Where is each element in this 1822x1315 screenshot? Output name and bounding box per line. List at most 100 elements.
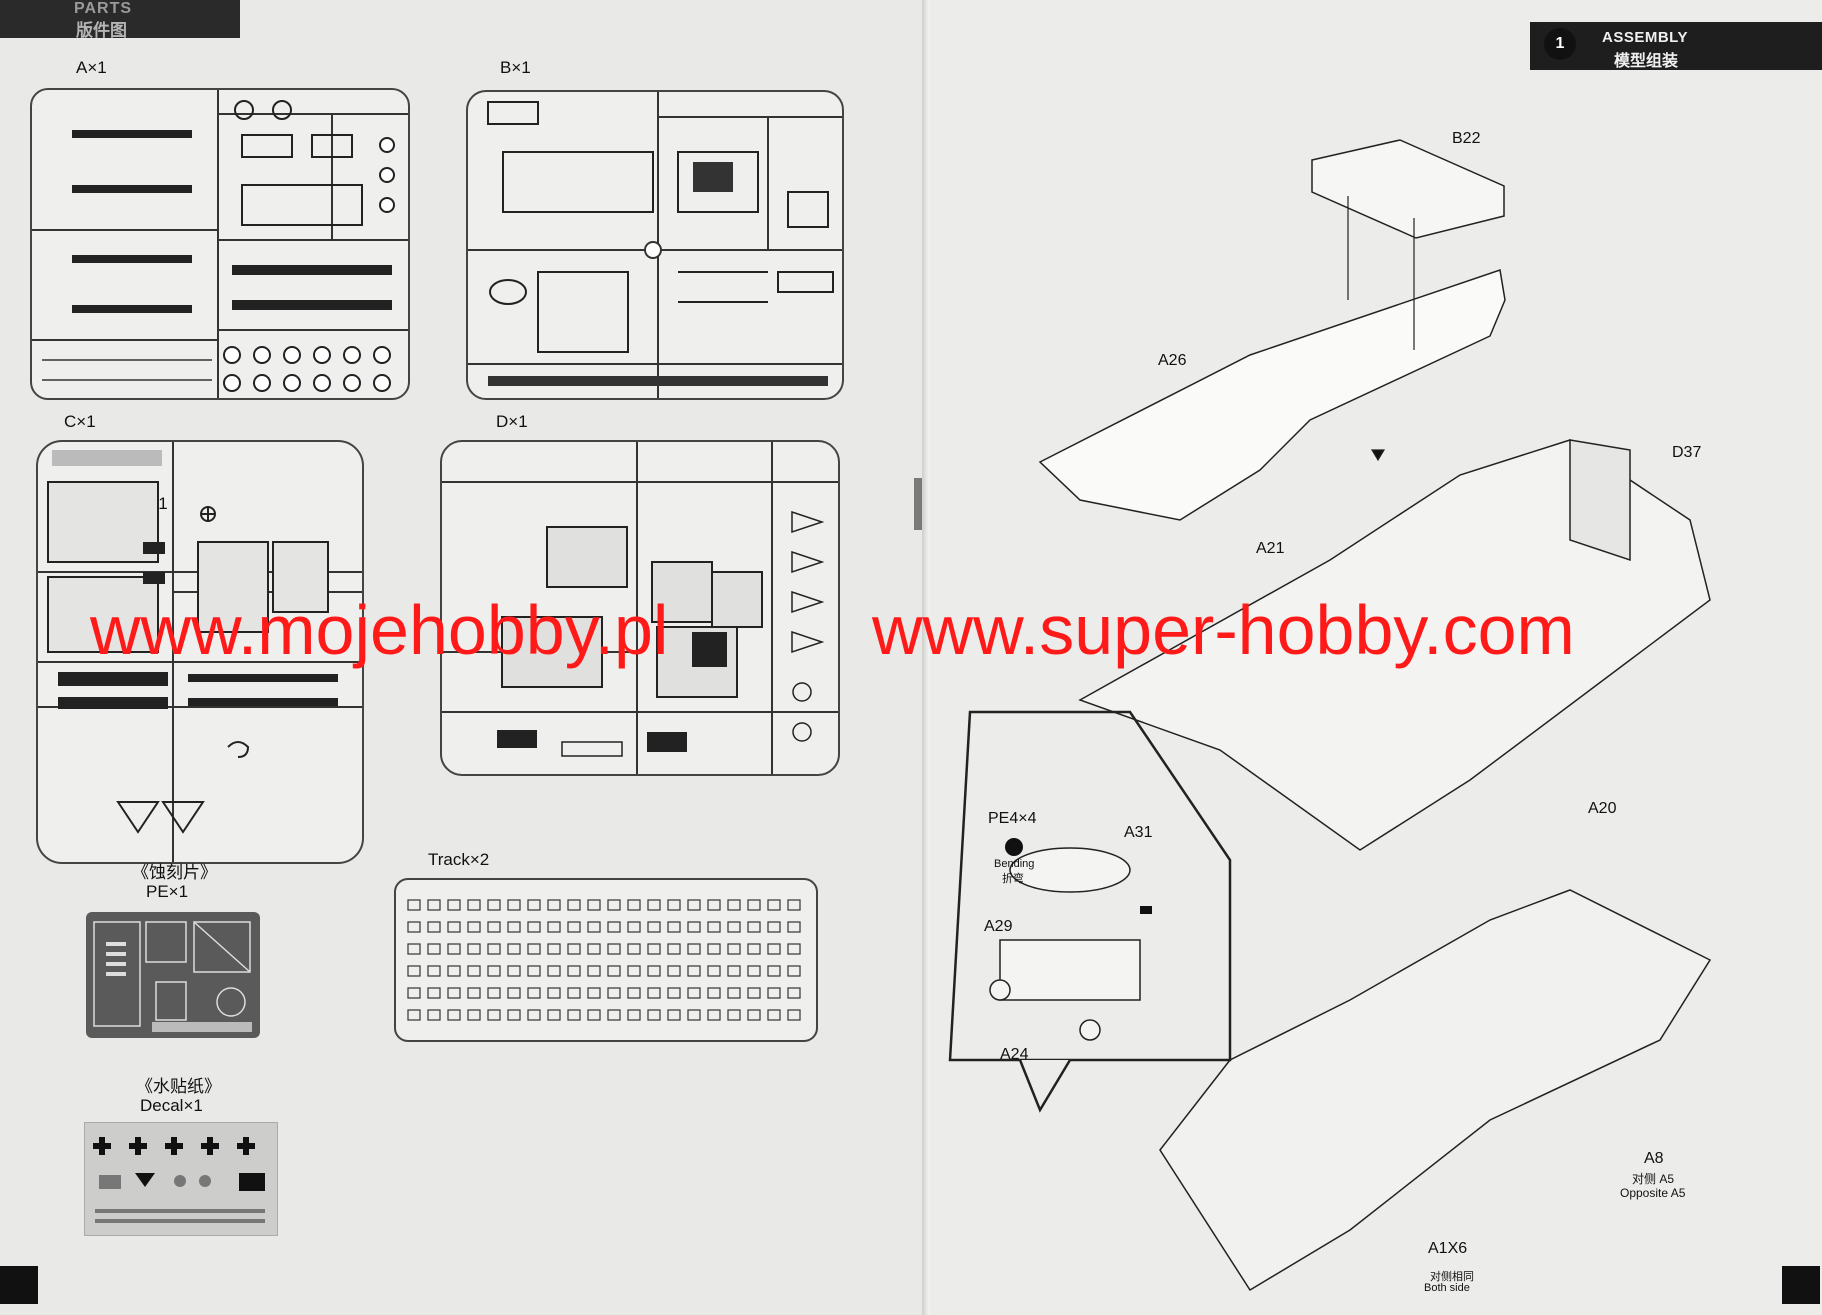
track-link (447, 987, 461, 999)
track-link (407, 899, 421, 911)
track-link (627, 987, 641, 999)
sprue-c-drawing (38, 442, 362, 862)
track-link (587, 921, 601, 933)
track-link (467, 899, 481, 911)
sprue-d (440, 440, 840, 776)
decal-sheet-drawing (93, 1137, 265, 1223)
track-link (727, 965, 741, 977)
track-link (647, 987, 661, 999)
track-link (427, 987, 441, 999)
track-link (707, 987, 721, 999)
track-link (687, 899, 701, 911)
sprue-d-label: D×1 (496, 412, 528, 431)
page-corner-mark-left (0, 1266, 38, 1304)
track-link (547, 899, 561, 911)
track-link (787, 965, 801, 977)
track-link (667, 1009, 681, 1021)
parts-page: PARTS 版件图 A×1 (0, 0, 930, 1315)
track-link (407, 987, 421, 999)
decal-sheet (84, 1122, 278, 1236)
track-link (587, 943, 601, 955)
track-link (767, 965, 781, 977)
label-a1x6: A1X6 (1428, 1240, 1468, 1257)
track-link (467, 943, 481, 955)
track-link (747, 965, 761, 977)
track-link (667, 899, 681, 911)
track-link (587, 899, 601, 911)
track-link (507, 921, 521, 933)
track-link (687, 943, 701, 955)
track-link (607, 965, 621, 977)
parts-header: PARTS 版件图 (0, 0, 240, 41)
track-link (787, 943, 801, 955)
track-link (727, 987, 741, 999)
parts-title-cn: 版件图 (76, 21, 127, 41)
track-sprue (394, 878, 818, 1042)
sprue-c-label: C×1 (64, 412, 96, 431)
track-link (607, 987, 621, 999)
track-link (667, 965, 681, 977)
track-link (587, 987, 601, 999)
track-link (767, 1009, 781, 1021)
track-link (767, 943, 781, 955)
track-link (707, 921, 721, 933)
track-link (487, 921, 501, 933)
track-link (487, 965, 501, 977)
sprue-a (30, 88, 410, 400)
track-link (427, 965, 441, 977)
label-a26: A26 (1158, 352, 1187, 369)
track-link (447, 1009, 461, 1021)
track-link (607, 921, 621, 933)
label-bending-en: Bending (994, 858, 1035, 870)
track-link (747, 987, 761, 999)
track-link (707, 965, 721, 977)
track-link (507, 987, 521, 999)
label-both-side-en: Both side (1424, 1282, 1470, 1294)
track-link (587, 1009, 601, 1021)
track-link (467, 965, 481, 977)
sprue-d-drawing (442, 442, 838, 774)
sprue-c: C×1 (36, 440, 364, 864)
label-a24: A24 (1000, 1046, 1029, 1063)
track-link (727, 899, 741, 911)
track-link (747, 943, 761, 955)
track-link (527, 943, 541, 955)
label-opposite-en: Opposite A5 (1620, 1186, 1686, 1200)
track-link (667, 921, 681, 933)
track-link (427, 921, 441, 933)
track-link (627, 921, 641, 933)
track-link (567, 899, 581, 911)
watermark-right: www.super-hobby.com (872, 591, 1575, 669)
track-link (407, 965, 421, 977)
track-link (647, 1009, 661, 1021)
track-link (727, 1009, 741, 1021)
track-link (687, 987, 701, 999)
pe-label: PE×1 (146, 882, 189, 901)
track-link (787, 1009, 801, 1021)
track-link (727, 943, 741, 955)
assembly-title-en: ASSEMBLY (1602, 29, 1688, 46)
track-link (507, 943, 521, 955)
track-link (647, 899, 661, 911)
track-link (687, 921, 701, 933)
track-link (447, 921, 461, 933)
track-link (587, 965, 601, 977)
decal-label-cn: 《水贴纸》 (136, 1077, 221, 1096)
pe-fret (86, 912, 260, 1038)
track-link (767, 987, 781, 999)
track-link (547, 921, 561, 933)
sprue-a-drawing (32, 90, 408, 398)
decal-label: Decal×1 (140, 1096, 203, 1115)
track-link (427, 899, 441, 911)
track-link (567, 987, 581, 999)
track-link (607, 943, 621, 955)
sprue-a-label: A×1 (76, 58, 107, 77)
page-corner-mark-right (1782, 1266, 1820, 1304)
track-link (787, 987, 801, 999)
track-link (647, 943, 661, 955)
track-link (647, 921, 661, 933)
label-bending-cn: 折弯 (1002, 873, 1024, 885)
track-link (487, 1009, 501, 1021)
sprue-b (466, 90, 844, 400)
track-link (527, 965, 541, 977)
